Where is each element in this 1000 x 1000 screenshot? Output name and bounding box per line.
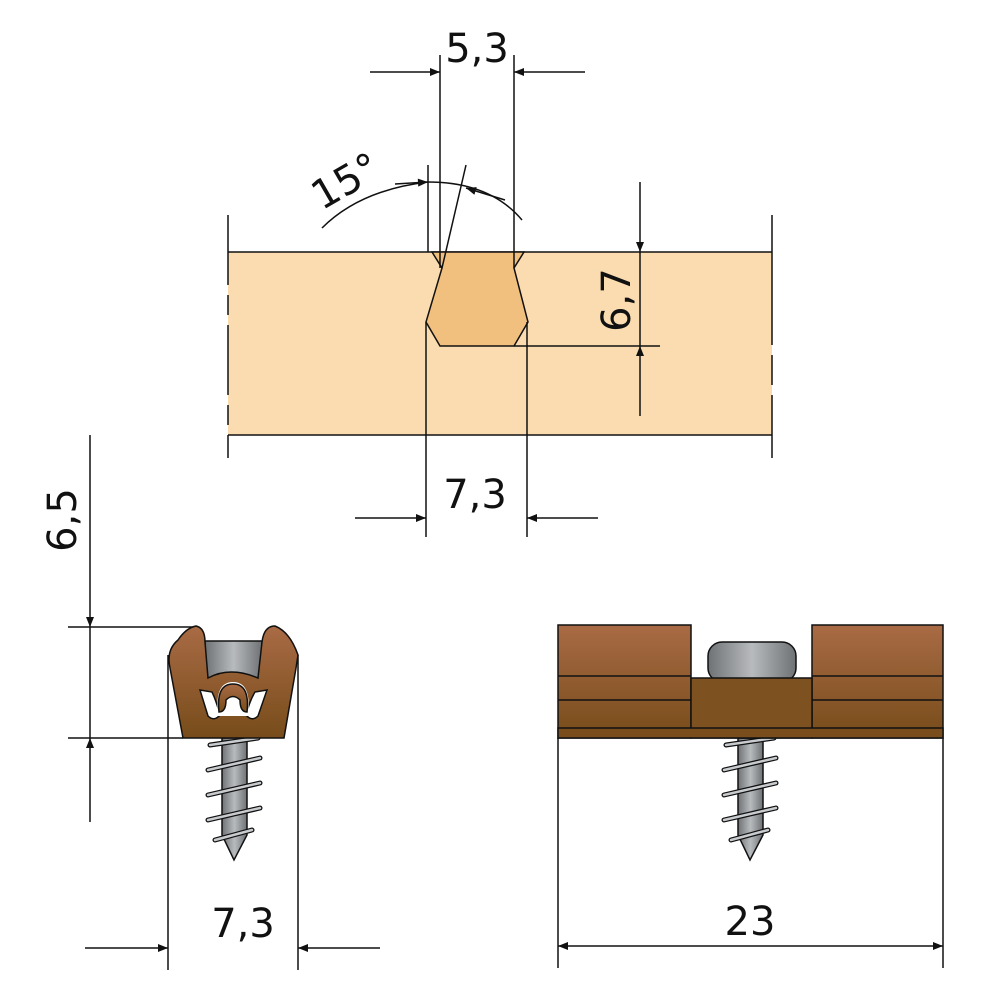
- assembly: [557, 624, 944, 862]
- dim-label: 6,7: [594, 268, 640, 332]
- dim-clip-width: 7,3: [85, 655, 380, 970]
- dim-label: 7,3: [443, 472, 507, 518]
- board-section: [227, 215, 773, 458]
- dim-clip-height: 6,5: [40, 435, 193, 822]
- dim-angle: 15°: [304, 144, 523, 269]
- dim-label: 5,3: [445, 26, 509, 72]
- dim-groove-top-width: 5,3: [370, 26, 585, 268]
- dim-groove-depth: 6,7: [514, 182, 660, 416]
- groove: [425, 251, 529, 347]
- dim-groove-bottom-width: 7,3: [355, 322, 598, 537]
- clip-with-screw: [168, 625, 299, 862]
- dim-label: 23: [725, 899, 776, 945]
- screw: [721, 735, 779, 862]
- dim-assembly-width: 23: [557, 738, 944, 968]
- dim-label: 15°: [304, 144, 388, 219]
- dim-label: 6,5: [40, 488, 86, 552]
- screw: [205, 735, 263, 862]
- dim-label: 7,3: [211, 901, 275, 947]
